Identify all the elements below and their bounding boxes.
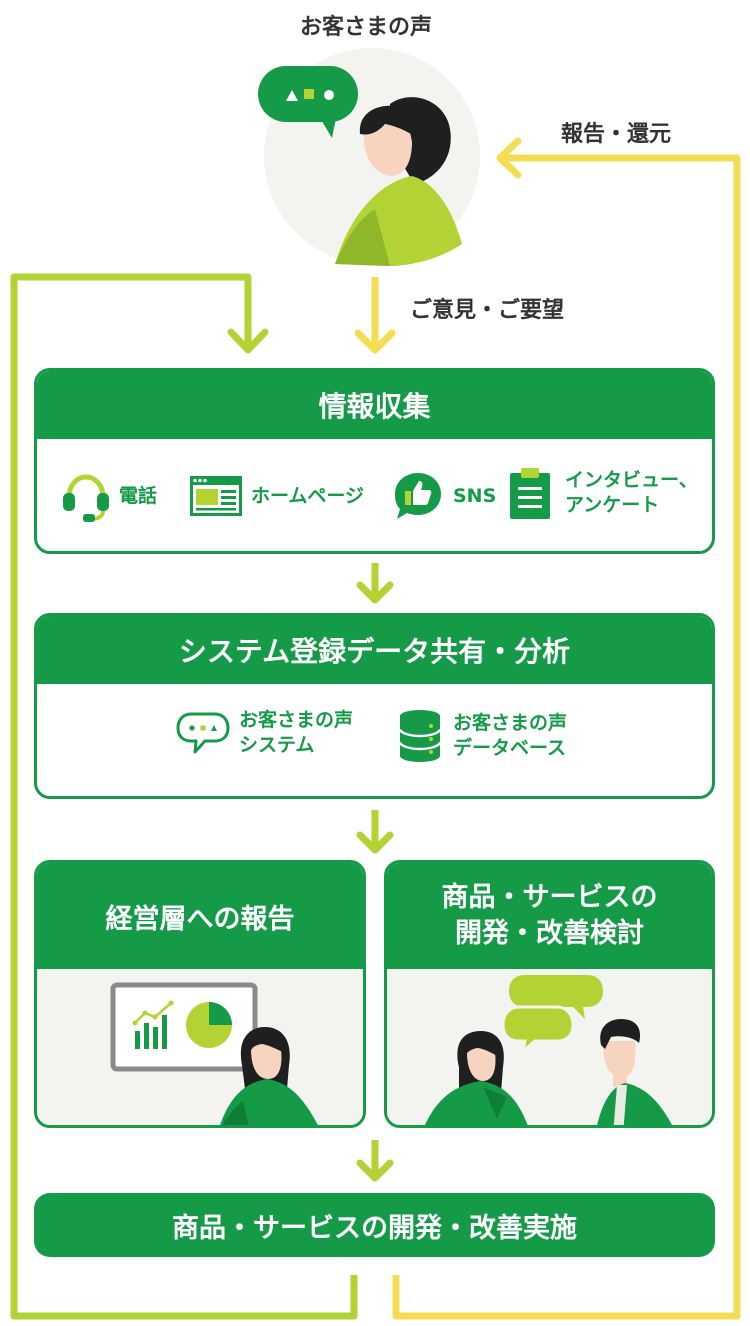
headset-icon <box>63 474 109 522</box>
management-report-title: 経営層への報告 <box>37 863 363 969</box>
database-icon <box>398 710 442 762</box>
sns-thumbs-up-icon <box>395 473 441 519</box>
information-collection-title: 情報収集 <box>37 371 712 439</box>
voice-system-label-line1: お客さまの声 <box>239 709 354 731</box>
feedback-arrowhead <box>354 329 396 354</box>
report-feedback-label: 報告・還元 <box>561 122 672 147</box>
voice-database-label-line2: データベース <box>453 737 567 759</box>
flow-arrow-3 <box>356 1159 394 1182</box>
yellow-loop-arrowhead <box>496 137 522 179</box>
channel-webpage-label: ホームページ <box>251 484 365 507</box>
voice-system: お客さまの声 システム <box>175 708 353 757</box>
flow-arrow-1 <box>356 581 394 604</box>
implementation-bar: 商品・サービスの開発・改善実施 <box>34 1193 715 1257</box>
customer-feedback-label: ご意見・ご要望 <box>410 298 565 323</box>
channel-interview-label-line2: アンケート <box>565 494 660 516</box>
channel-phone: 電話 <box>59 469 157 523</box>
data-sharing-card: システム登録データ共有・分析 お客さまの声 システム <box>34 613 715 799</box>
product-review-title-line2: 開発・改善検討 <box>455 918 644 949</box>
speech-bubble-icon <box>258 66 358 138</box>
presentation-illustration <box>110 982 318 1125</box>
data-sharing-title: システム登録データ共有・分析 <box>37 616 712 684</box>
flow-arrow-2 <box>356 831 394 854</box>
product-review-title-line1: 商品・サービスの <box>441 881 658 913</box>
clipboard-icon <box>510 468 550 519</box>
channel-sns: SNS <box>391 469 496 523</box>
voice-system-label-line2: システム <box>239 733 315 756</box>
voice-database: お客さまの声 データベース <box>397 708 567 764</box>
customer-illustration <box>258 48 480 266</box>
discussion-illustration <box>425 975 672 1125</box>
management-report-card: 経営層への報告 <box>34 860 366 1128</box>
chat-bubble-icon <box>176 712 230 754</box>
webpage-icon <box>190 476 242 516</box>
product-review-card: 商品・サービスの 開発・改善検討 <box>384 860 715 1128</box>
channel-sns-label: SNS <box>453 484 497 507</box>
channel-phone-label: 電話 <box>119 484 158 507</box>
product-review-title: 商品・サービスの 開発・改善検討 <box>387 863 712 969</box>
lime-loop-arrowhead <box>227 328 269 354</box>
channel-interview-label-line1: インタビュー、 <box>565 469 698 492</box>
channel-webpage: ホームページ <box>189 475 364 517</box>
channel-interview-survey: インタビュー、 アンケート <box>507 465 698 521</box>
voice-database-label-line1: お客さまの声 <box>453 712 568 735</box>
customer-voice-title: お客さまの声 <box>300 15 433 40</box>
information-collection-card: 情報収集 電話 <box>34 368 715 554</box>
